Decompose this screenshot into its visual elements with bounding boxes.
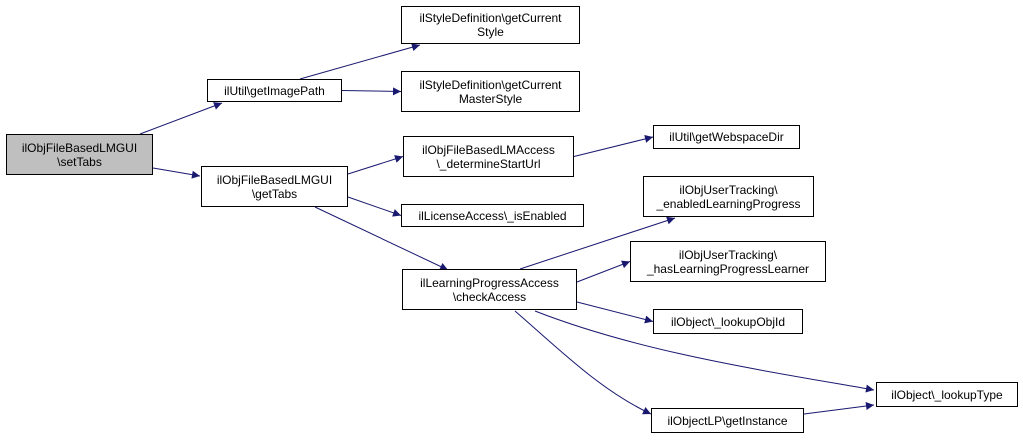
edge-determinestarturl-to-getwebspacedir (573, 135, 654, 157)
edge-getinstance-to-lookuptype (803, 402, 875, 415)
node-label-line: ilObjFileBasedLMGUI (216, 172, 333, 187)
node-label-line: ilUtil\getImagePath (224, 83, 325, 98)
node-label-line: _hasLearningProgressLearner (646, 261, 810, 276)
node-label-line: _enabledLearningProgress (656, 196, 801, 211)
edge-gettabs-to-determinestarturl (347, 155, 404, 175)
node-label-line: ilStyleDefinition\getCurrent (419, 77, 562, 92)
node-label-line: ilObject\_lookupObjId (670, 314, 786, 329)
node-lookuptype[interactable]: ilObject\_lookupType (876, 382, 1018, 407)
node-label-line: ilObjFileBasedLMGUI (21, 140, 138, 155)
node-label-line: MasterStyle (458, 91, 523, 106)
node-label-line: ilLicenseAccess\_isEnabled (418, 208, 567, 223)
edge-checkaccess-to-lookuptype (534, 310, 875, 393)
edge-settabs-to-gettabs (152, 167, 201, 179)
node-isenabled[interactable]: ilLicenseAccess\_isEnabled (401, 204, 584, 227)
node-label-line: \setTabs (57, 154, 102, 169)
node-lookupobjid[interactable]: ilObject\_lookupObjId (653, 309, 803, 334)
edge-settabs-to-getimagepath (139, 102, 223, 135)
node-getinstance[interactable]: ilObjectLP\getInstance (651, 408, 804, 433)
node-label-line: Style (477, 25, 504, 39)
node-label-line: ilObjUserTracking\ (678, 247, 778, 262)
edge-getimagepath-to-getcurrentstyle (299, 43, 421, 80)
node-determinestarturl[interactable]: ilObjFileBasedLMAccess\_determineStartUr… (403, 136, 574, 177)
node-getwebspacedir[interactable]: ilUtil\getWebspaceDir (653, 125, 800, 149)
edge-checkaccess-to-lookupobjid (576, 301, 654, 324)
edge-checkaccess-to-haslplearner (576, 260, 631, 283)
node-getimagepath[interactable]: ilUtil\getImagePath (207, 79, 342, 102)
node-label-line: ilObject\_lookupType (891, 387, 1003, 402)
node-label-line: \checkAccess (452, 289, 527, 304)
node-settabs[interactable]: ilObjFileBasedLMGUI\setTabs (6, 134, 153, 175)
node-label-line: ilUtil\getWebspaceDir (669, 130, 784, 144)
node-label-line: ilStyleDefinition\getCurrent (419, 11, 562, 25)
node-checkaccess[interactable]: ilLearningProgressAccess\checkAccess (402, 269, 577, 310)
node-haslearningprogresslearner[interactable]: ilObjUserTracking\_hasLearningProgressLe… (630, 241, 826, 282)
node-label-line: ilObjUserTracking\ (679, 182, 778, 197)
node-label-line: ilObjFileBasedLMAccess (422, 142, 555, 157)
node-label-line: \getTabs (251, 186, 298, 201)
node-enabledlearningprogress[interactable]: ilObjUserTracking\_enabledLearningProgre… (643, 176, 814, 217)
edge-gettabs-to-checkaccess (314, 206, 449, 271)
edge-checkaccess-to-enabledlp (519, 216, 676, 270)
node-label-line: \_determineStartUrl (436, 156, 541, 171)
node-label-line: ilObjectLP\getInstance (667, 413, 788, 428)
edge-getimagepath-to-getcurrentmasterstyle (341, 87, 402, 96)
edge-gettabs-to-isenabled (347, 196, 402, 217)
node-label-line: ilLearningProgressAccess (420, 275, 559, 290)
edge-checkaccess-to-getinstance (514, 310, 652, 415)
node-gettabs[interactable]: ilObjFileBasedLMGUI\getTabs (201, 166, 348, 207)
